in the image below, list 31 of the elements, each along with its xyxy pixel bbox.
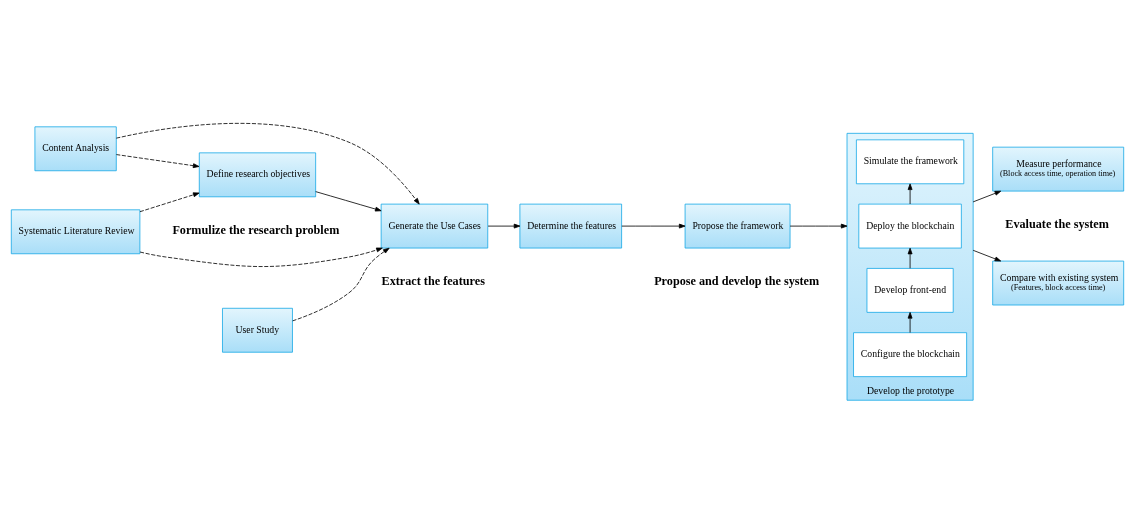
arrow [972, 249, 1002, 262]
node-box: Configure the blockchain [853, 332, 968, 378]
node-box: Determine the features [519, 203, 622, 249]
label: Extract the features [381, 274, 485, 289]
node-box: Define research objectives [198, 152, 317, 198]
label: Formulize the research problem [172, 222, 340, 237]
arrow [115, 123, 420, 205]
arrow [621, 223, 686, 229]
arrow [789, 223, 848, 229]
arrow [139, 192, 200, 213]
node-box: Simulate the framework [855, 139, 965, 185]
node-box: Systematic Literature Review [10, 209, 141, 255]
arrow [907, 183, 913, 205]
arrow [487, 223, 521, 229]
node-box: Propose the framework [684, 203, 791, 249]
arrow [907, 247, 913, 269]
node-box: User Study [222, 307, 293, 353]
node-box: Content Analysis [34, 126, 117, 172]
label: Evaluate the system [1005, 217, 1109, 232]
node-box: Develop front-end [866, 268, 954, 313]
node-box: Generate the Use Cases [380, 203, 489, 249]
arrow [116, 154, 200, 169]
arrow [139, 247, 383, 267]
arrow [292, 247, 390, 322]
node-box: Deploy the blockchain [858, 203, 962, 249]
node-box: Compare with existing system (Features, block access time) [992, 260, 1125, 306]
arrow [907, 312, 913, 333]
arrow [315, 191, 382, 212]
arrow [972, 190, 1002, 203]
label: Propose and develop the system [654, 274, 820, 289]
node-box: Measure performance (Block access time, operation time) [992, 146, 1125, 192]
